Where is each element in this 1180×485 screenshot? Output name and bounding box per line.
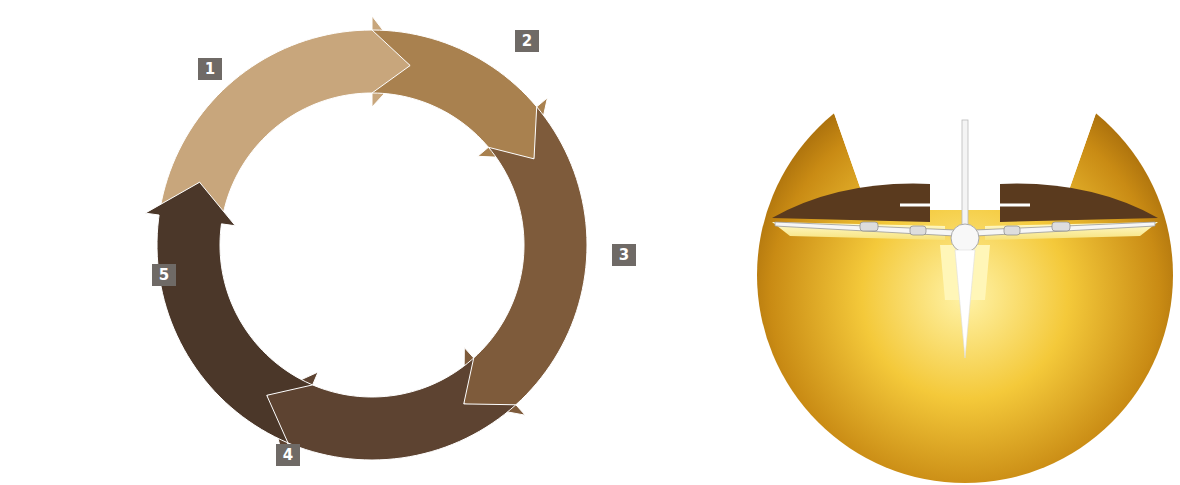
cycle-arrow-segment	[267, 358, 516, 460]
cycle-arrow-segment	[145, 182, 312, 443]
callout-number: 5	[152, 264, 176, 286]
callout-number: 3	[612, 244, 636, 266]
callout-number: 2	[515, 30, 539, 52]
callout-number: 1	[198, 58, 222, 80]
wing-shadow	[1000, 184, 1158, 222]
sphere	[757, 67, 1173, 483]
aircraft	[775, 120, 1155, 358]
sphere-illustration	[757, 0, 1175, 483]
cycle-arrow-segment	[464, 107, 587, 415]
cycle-ring	[145, 16, 587, 460]
callout-number: 4	[276, 444, 300, 466]
wing-shadow	[772, 184, 930, 222]
cycle-arrow-segment	[372, 30, 547, 159]
